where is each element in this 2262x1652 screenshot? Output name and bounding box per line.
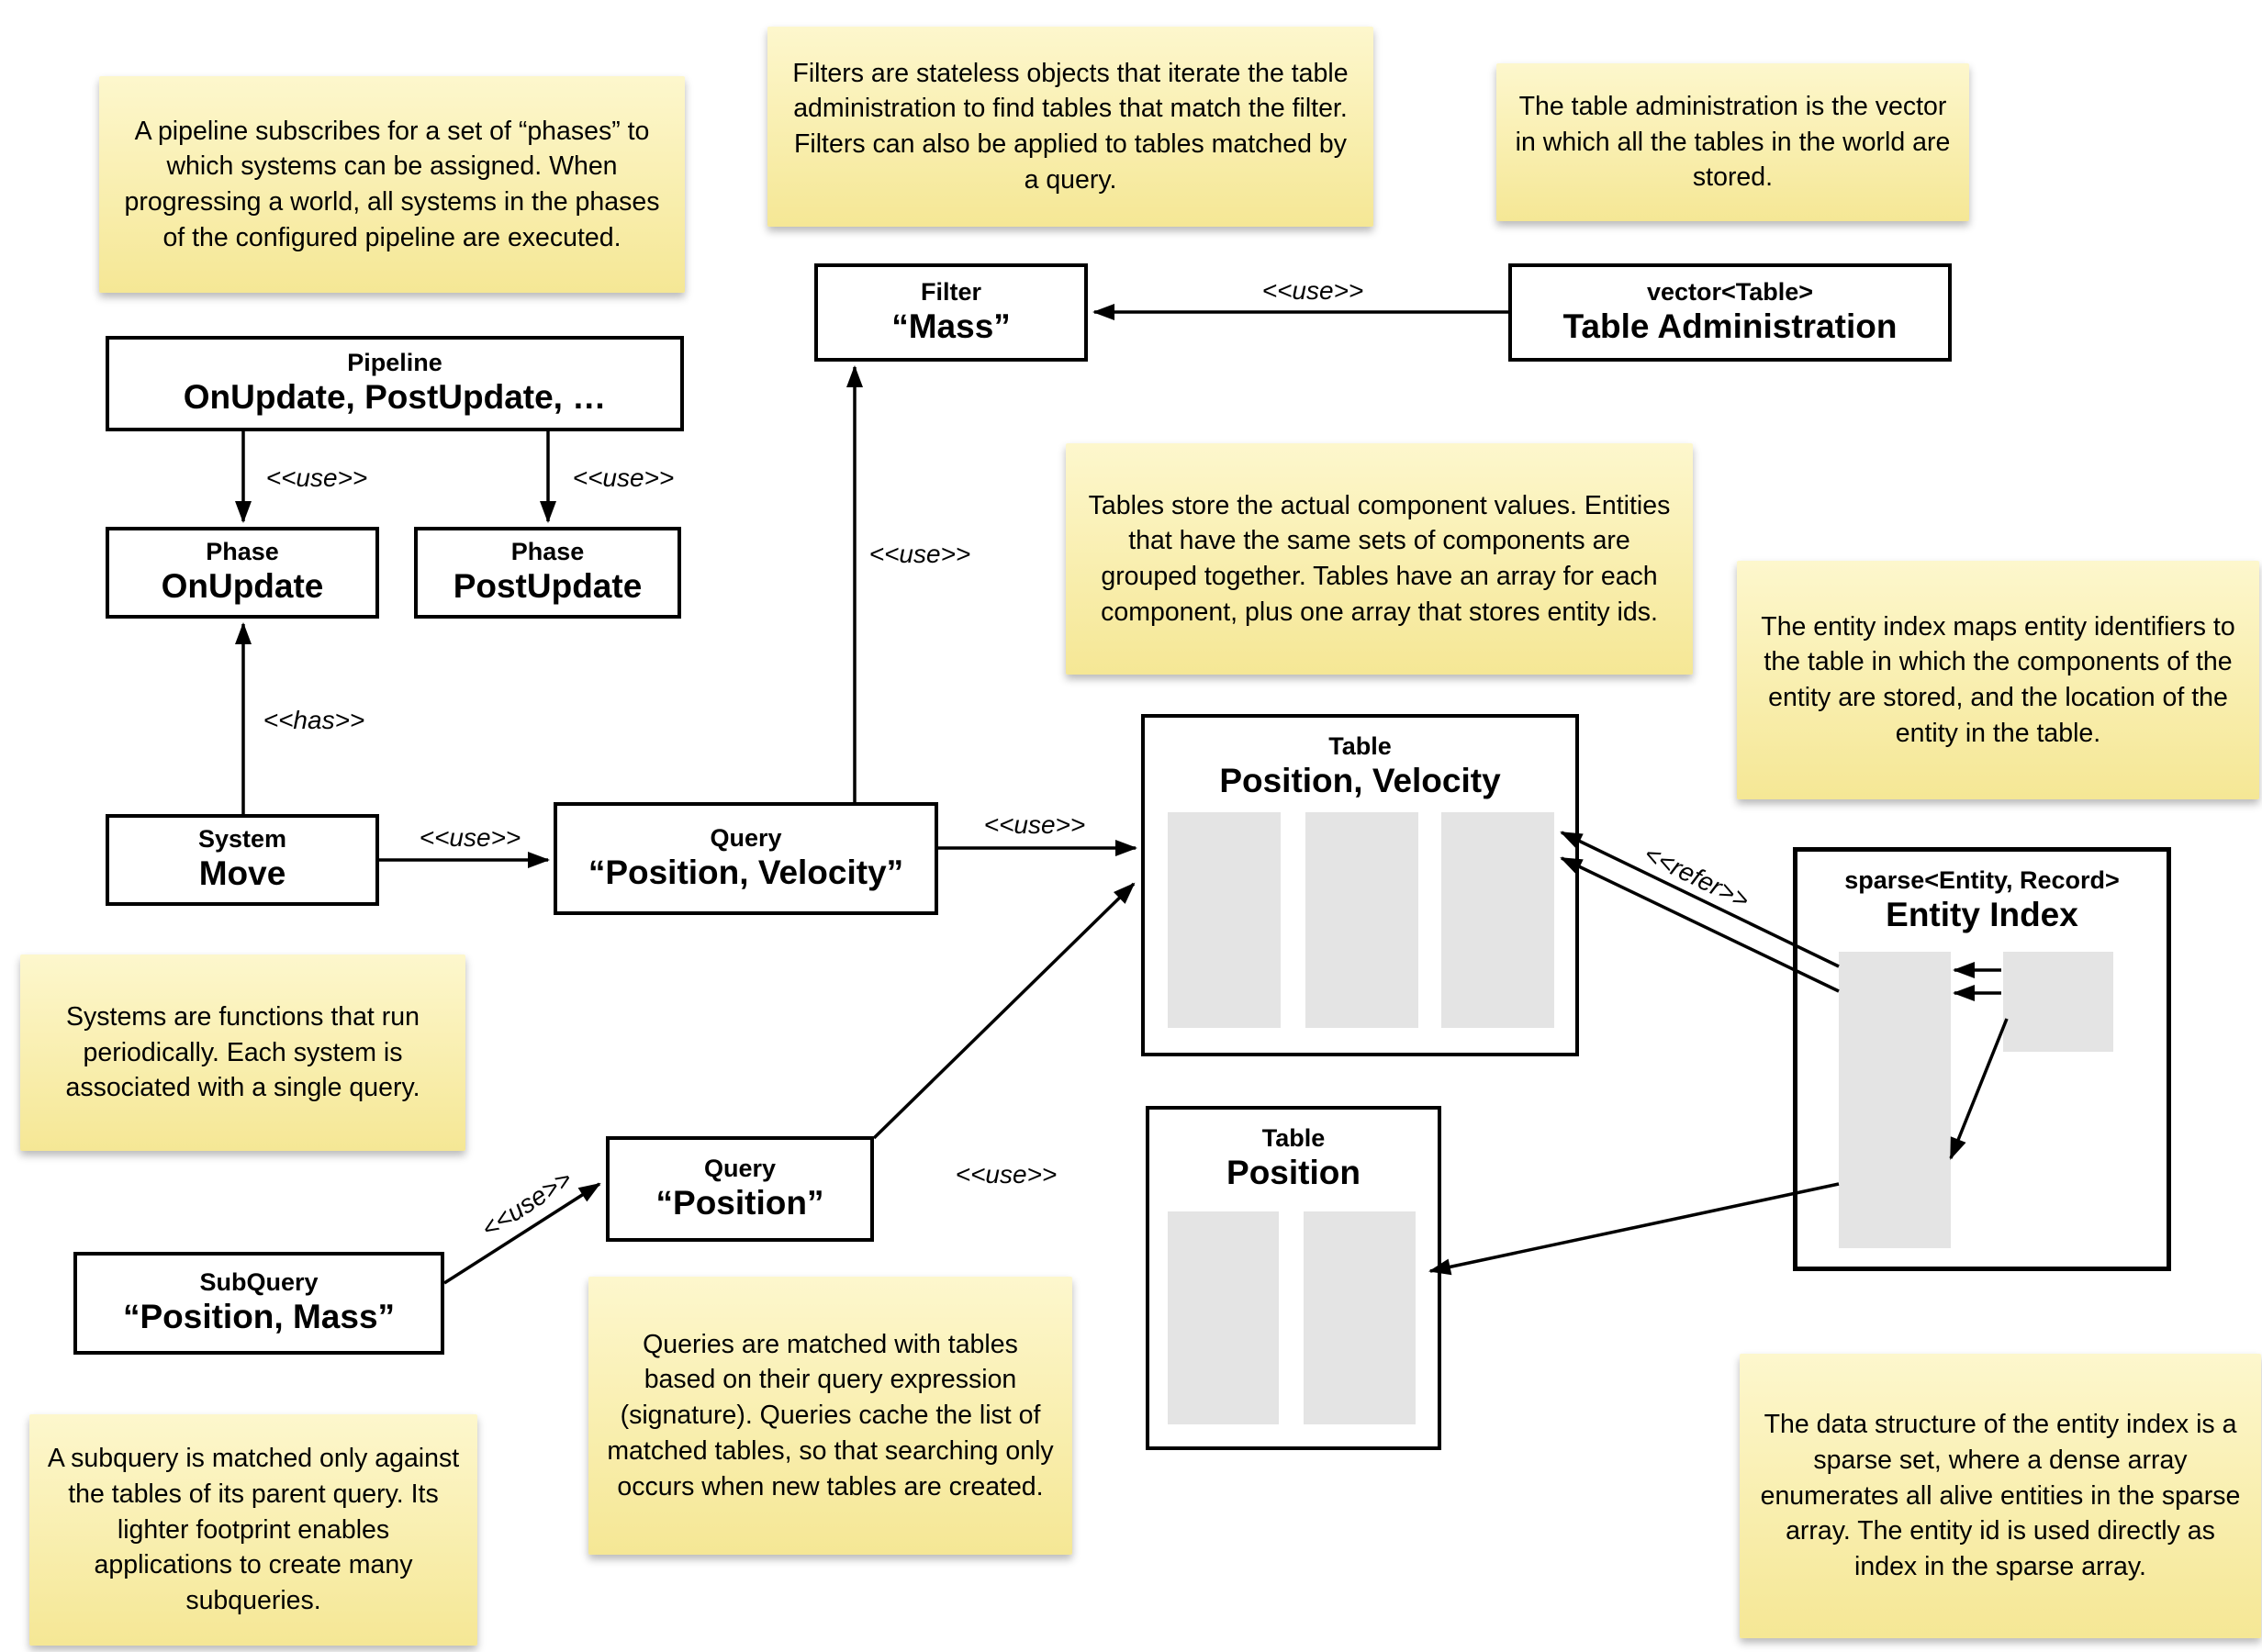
note-sparse-set-text: The data structure of the entity index i… — [1760, 1410, 2241, 1582]
arrow-entityindex-to-tableposition — [1428, 1182, 1840, 1276]
table-position-velocity-name: Position, Velocity — [1219, 762, 1501, 800]
note-filters: Filters are stateless objects that itera… — [767, 27, 1373, 227]
note-table-administration-text: The table administration is the vector i… — [1515, 91, 1951, 193]
arrow-queryposition-to-tablepv — [872, 882, 1136, 1140]
note-tables-text: Tables store the actual component values… — [1088, 490, 1671, 627]
table-administration-stereotype: vector<Table> — [1646, 277, 1814, 306]
note-queries: Queries are matched with tables based on… — [588, 1277, 1072, 1555]
entity-index-name: Entity Index — [1886, 896, 2078, 934]
phase-postupdate-stereotype: Phase — [510, 538, 585, 566]
note-systems: Systems are functions that run periodica… — [20, 954, 465, 1151]
note-entity-index: The entity index maps entity identifiers… — [1737, 561, 2259, 799]
note-pipeline: A pipeline subscribes for a set of “phas… — [99, 76, 685, 293]
note-systems-text: Systems are functions that run periodica… — [65, 1001, 420, 1103]
sparse-array — [1839, 952, 1951, 1248]
subquery-name: “Position, Mass” — [122, 1298, 396, 1336]
note-pipeline-text: A pipeline subscribes for a set of “phas… — [124, 116, 660, 252]
phase-onupdate-box: Phase OnUpdate — [106, 527, 379, 619]
refer-label-entityindex-table: <<refer>> — [1640, 839, 1754, 915]
query-position-name: “Position” — [655, 1183, 824, 1222]
note-entity-index-text: The entity index maps entity identifiers… — [1761, 611, 2235, 748]
subquery-box: SubQuery “Position, Mass” — [73, 1252, 444, 1355]
query-position-stereotype: Query — [703, 1154, 777, 1182]
filter-name: “Mass” — [891, 307, 1011, 345]
pipeline-box: Pipeline OnUpdate, PostUpdate, … — [106, 336, 684, 431]
table-position-stereotype: Table — [1261, 1124, 1326, 1152]
query-position-velocity-box: Query “Position, Velocity” — [554, 802, 938, 915]
phase-onupdate-stereotype: Phase — [206, 538, 279, 566]
filter-stereotype: Filter — [920, 277, 981, 306]
note-table-administration: The table administration is the vector i… — [1496, 63, 1969, 221]
position-array-2 — [1304, 1211, 1416, 1424]
component-array-3 — [1441, 812, 1554, 1028]
use-label-pipeline-postupdate: <<use>> — [572, 463, 675, 492]
note-queries-text: Queries are matched with tables based on… — [607, 1329, 1054, 1501]
use-label-tableadmin-filter: <<use>> — [1261, 276, 1364, 305]
phase-postupdate-name: PostUpdate — [453, 567, 643, 606]
use-label-pipeline-onupdate: <<use>> — [265, 463, 368, 492]
use-label-query-filter: <<use>> — [868, 540, 971, 568]
use-label-system-query: <<use>> — [419, 823, 521, 852]
component-array-2 — [1305, 812, 1418, 1028]
note-sparse-set: The data structure of the entity index i… — [1740, 1354, 2261, 1638]
table-position-velocity-stereotype: Table — [1328, 732, 1392, 760]
note-subquery-text: A subquery is matched only against the t… — [47, 1444, 460, 1616]
pipeline-stereotype: Pipeline — [347, 349, 442, 377]
entity-index-stereotype: sparse<Entity, Record> — [1844, 866, 2120, 894]
dense-array — [2003, 952, 2113, 1052]
note-filters-text: Filters are stateless objects that itera… — [792, 58, 1349, 195]
table-administration-box: vector<Table> Table Administration — [1508, 263, 1952, 362]
system-move-box: System Move — [106, 814, 379, 906]
system-move-name: Move — [198, 854, 286, 893]
position-array-1 — [1168, 1211, 1279, 1424]
phase-onupdate-name: OnUpdate — [161, 567, 324, 606]
query-position-box: Query “Position” — [606, 1136, 874, 1242]
has-label-system-phase: <<has>> — [263, 706, 365, 734]
component-array-1 — [1168, 812, 1281, 1028]
use-label-query-tablepv: <<use>> — [983, 810, 1086, 839]
note-tables: Tables store the actual component values… — [1066, 443, 1693, 675]
query-position-velocity-name: “Position, Velocity” — [588, 853, 904, 891]
note-subquery: A subquery is matched only against the t… — [29, 1414, 477, 1646]
use-label-query-tablep: <<use>> — [955, 1160, 1058, 1189]
system-move-stereotype: System — [197, 825, 287, 854]
pipeline-name: OnUpdate, PostUpdate, … — [183, 378, 607, 417]
table-position-name: Position — [1226, 1154, 1361, 1192]
query-position-velocity-stereotype: Query — [710, 823, 782, 852]
use-label-subquery-query: <<use>> — [476, 1164, 577, 1244]
subquery-stereotype: SubQuery — [199, 1268, 319, 1297]
table-administration-name: Table Administration — [1562, 307, 1898, 345]
phase-postupdate-box: Phase PostUpdate — [414, 527, 681, 619]
filter-box: Filter “Mass” — [814, 263, 1088, 362]
